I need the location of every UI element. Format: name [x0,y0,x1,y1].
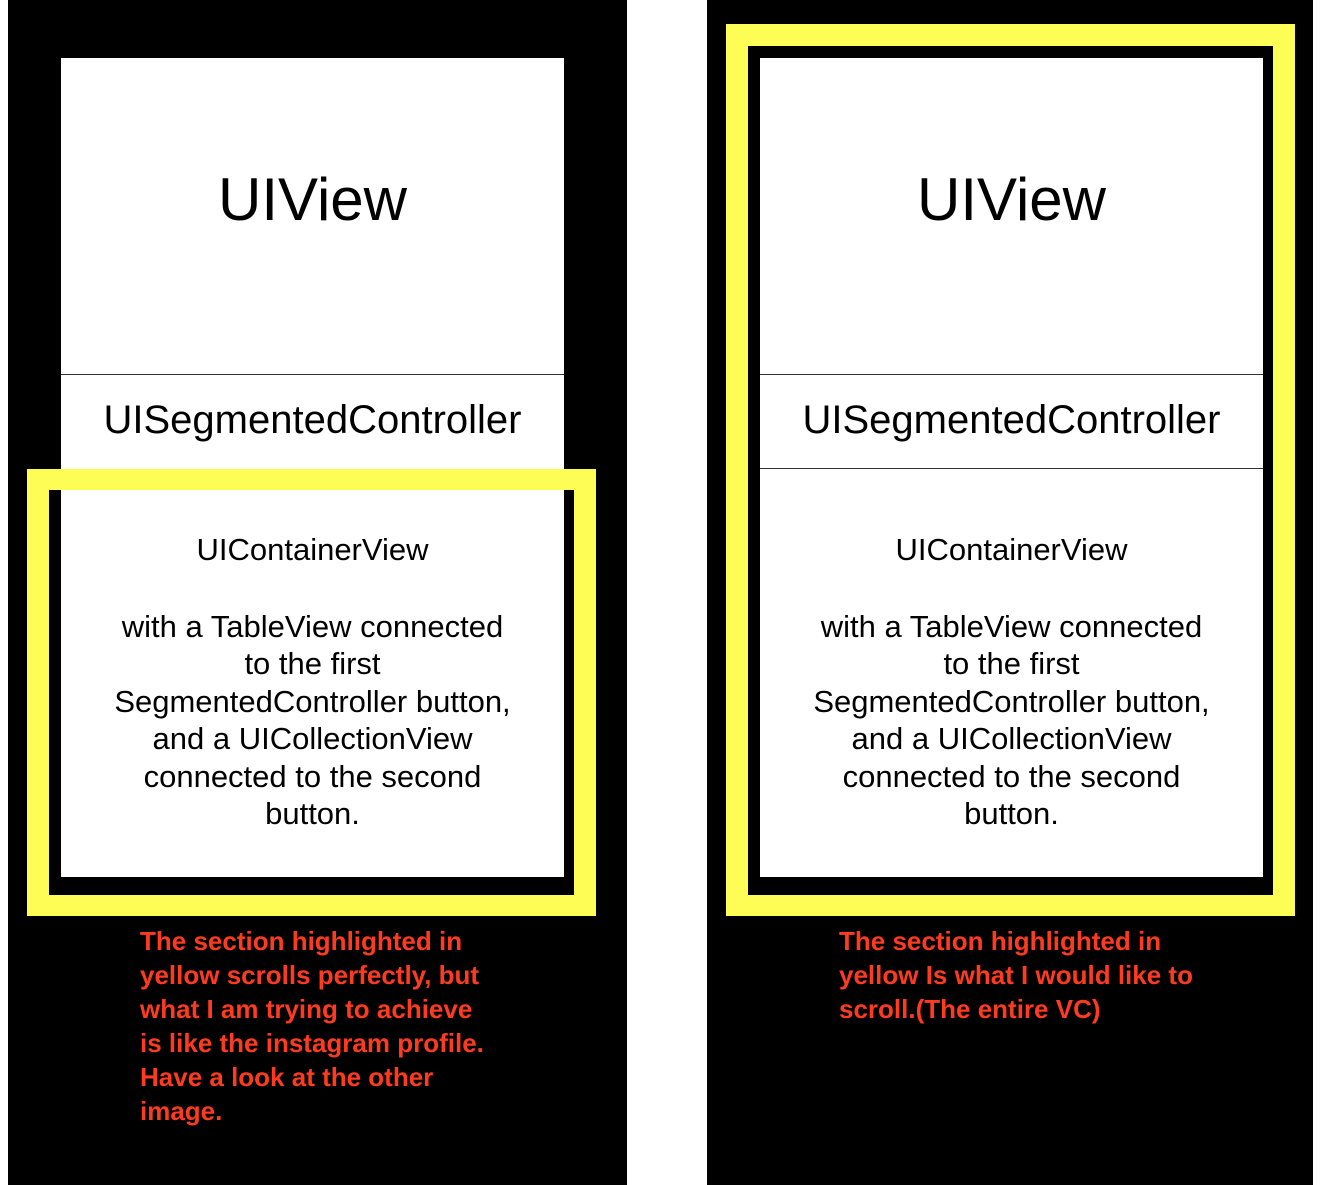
right-segmented-divider [760,468,1263,469]
left-segmented-label: UISegmentedController [103,398,522,442]
left-phone-frame: UIView UISegmentedController [61,58,564,478]
right-uiview-divider [760,374,1263,375]
left-uiview-divider [61,374,564,375]
left-container-desc: with a TableView connected to the first … [114,609,511,832]
right-note: The section highlighted in yellow Is wha… [839,926,1193,1024]
right-diagram-panel: UIView UISegmentedController UIContainer… [707,0,1313,1185]
left-diagram-panel: UIView UISegmentedController UIContainer… [8,0,627,1185]
left-uiview-label: UIView [218,166,407,233]
right-container-title: UIContainerView [895,532,1128,567]
left-container-title: UIContainerView [196,532,429,567]
right-phone-frame: UIView UISegmentedController UIContainer… [760,58,1263,877]
right-uiview-label: UIView [917,166,1106,233]
left-note: The section highlighted in yellow scroll… [140,926,484,1126]
left-container-view: UIContainerView with a TableView connect… [61,490,564,877]
right-segmented-label: UISegmentedController [802,398,1221,442]
right-container-desc: with a TableView connected to the first … [813,609,1210,832]
